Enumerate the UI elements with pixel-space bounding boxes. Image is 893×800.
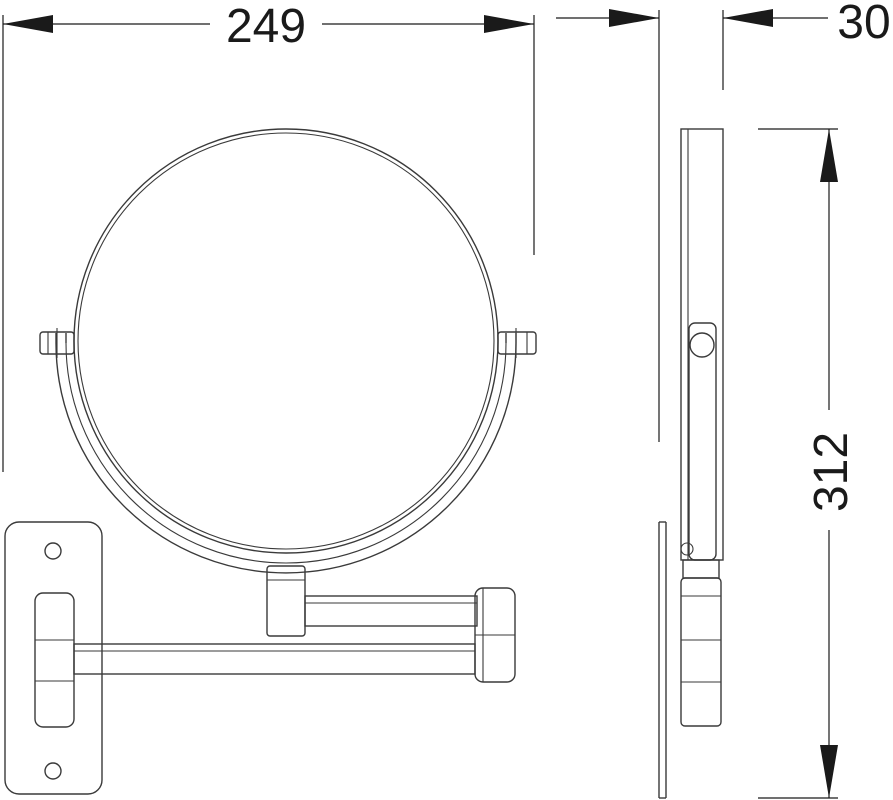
front-view <box>4 128 537 795</box>
yoke-neck <box>266 565 306 637</box>
mirror-yoke <box>55 333 517 574</box>
upper-arm <box>304 595 478 627</box>
side-wall-plate <box>658 521 667 799</box>
width-label: 249 <box>226 0 306 53</box>
height-label: 312 <box>805 432 858 512</box>
dimension-width: 249 <box>2 0 535 472</box>
lower-arm <box>73 643 476 675</box>
dimension-height: 312 <box>758 128 858 799</box>
left-pivot-knob <box>39 328 75 358</box>
side-joint-stack <box>680 542 722 727</box>
elbow-joint <box>474 587 516 683</box>
side-pivot-slot <box>688 322 717 561</box>
mirror-disc <box>73 128 499 554</box>
wall-plate <box>4 521 103 795</box>
right-pivot-knob <box>497 328 537 358</box>
bottom-screw-hole <box>44 762 62 780</box>
dimension-depth: 30 <box>556 0 891 442</box>
side-view <box>658 128 724 799</box>
depth-label: 30 <box>837 0 890 49</box>
top-screw-hole <box>44 542 62 560</box>
